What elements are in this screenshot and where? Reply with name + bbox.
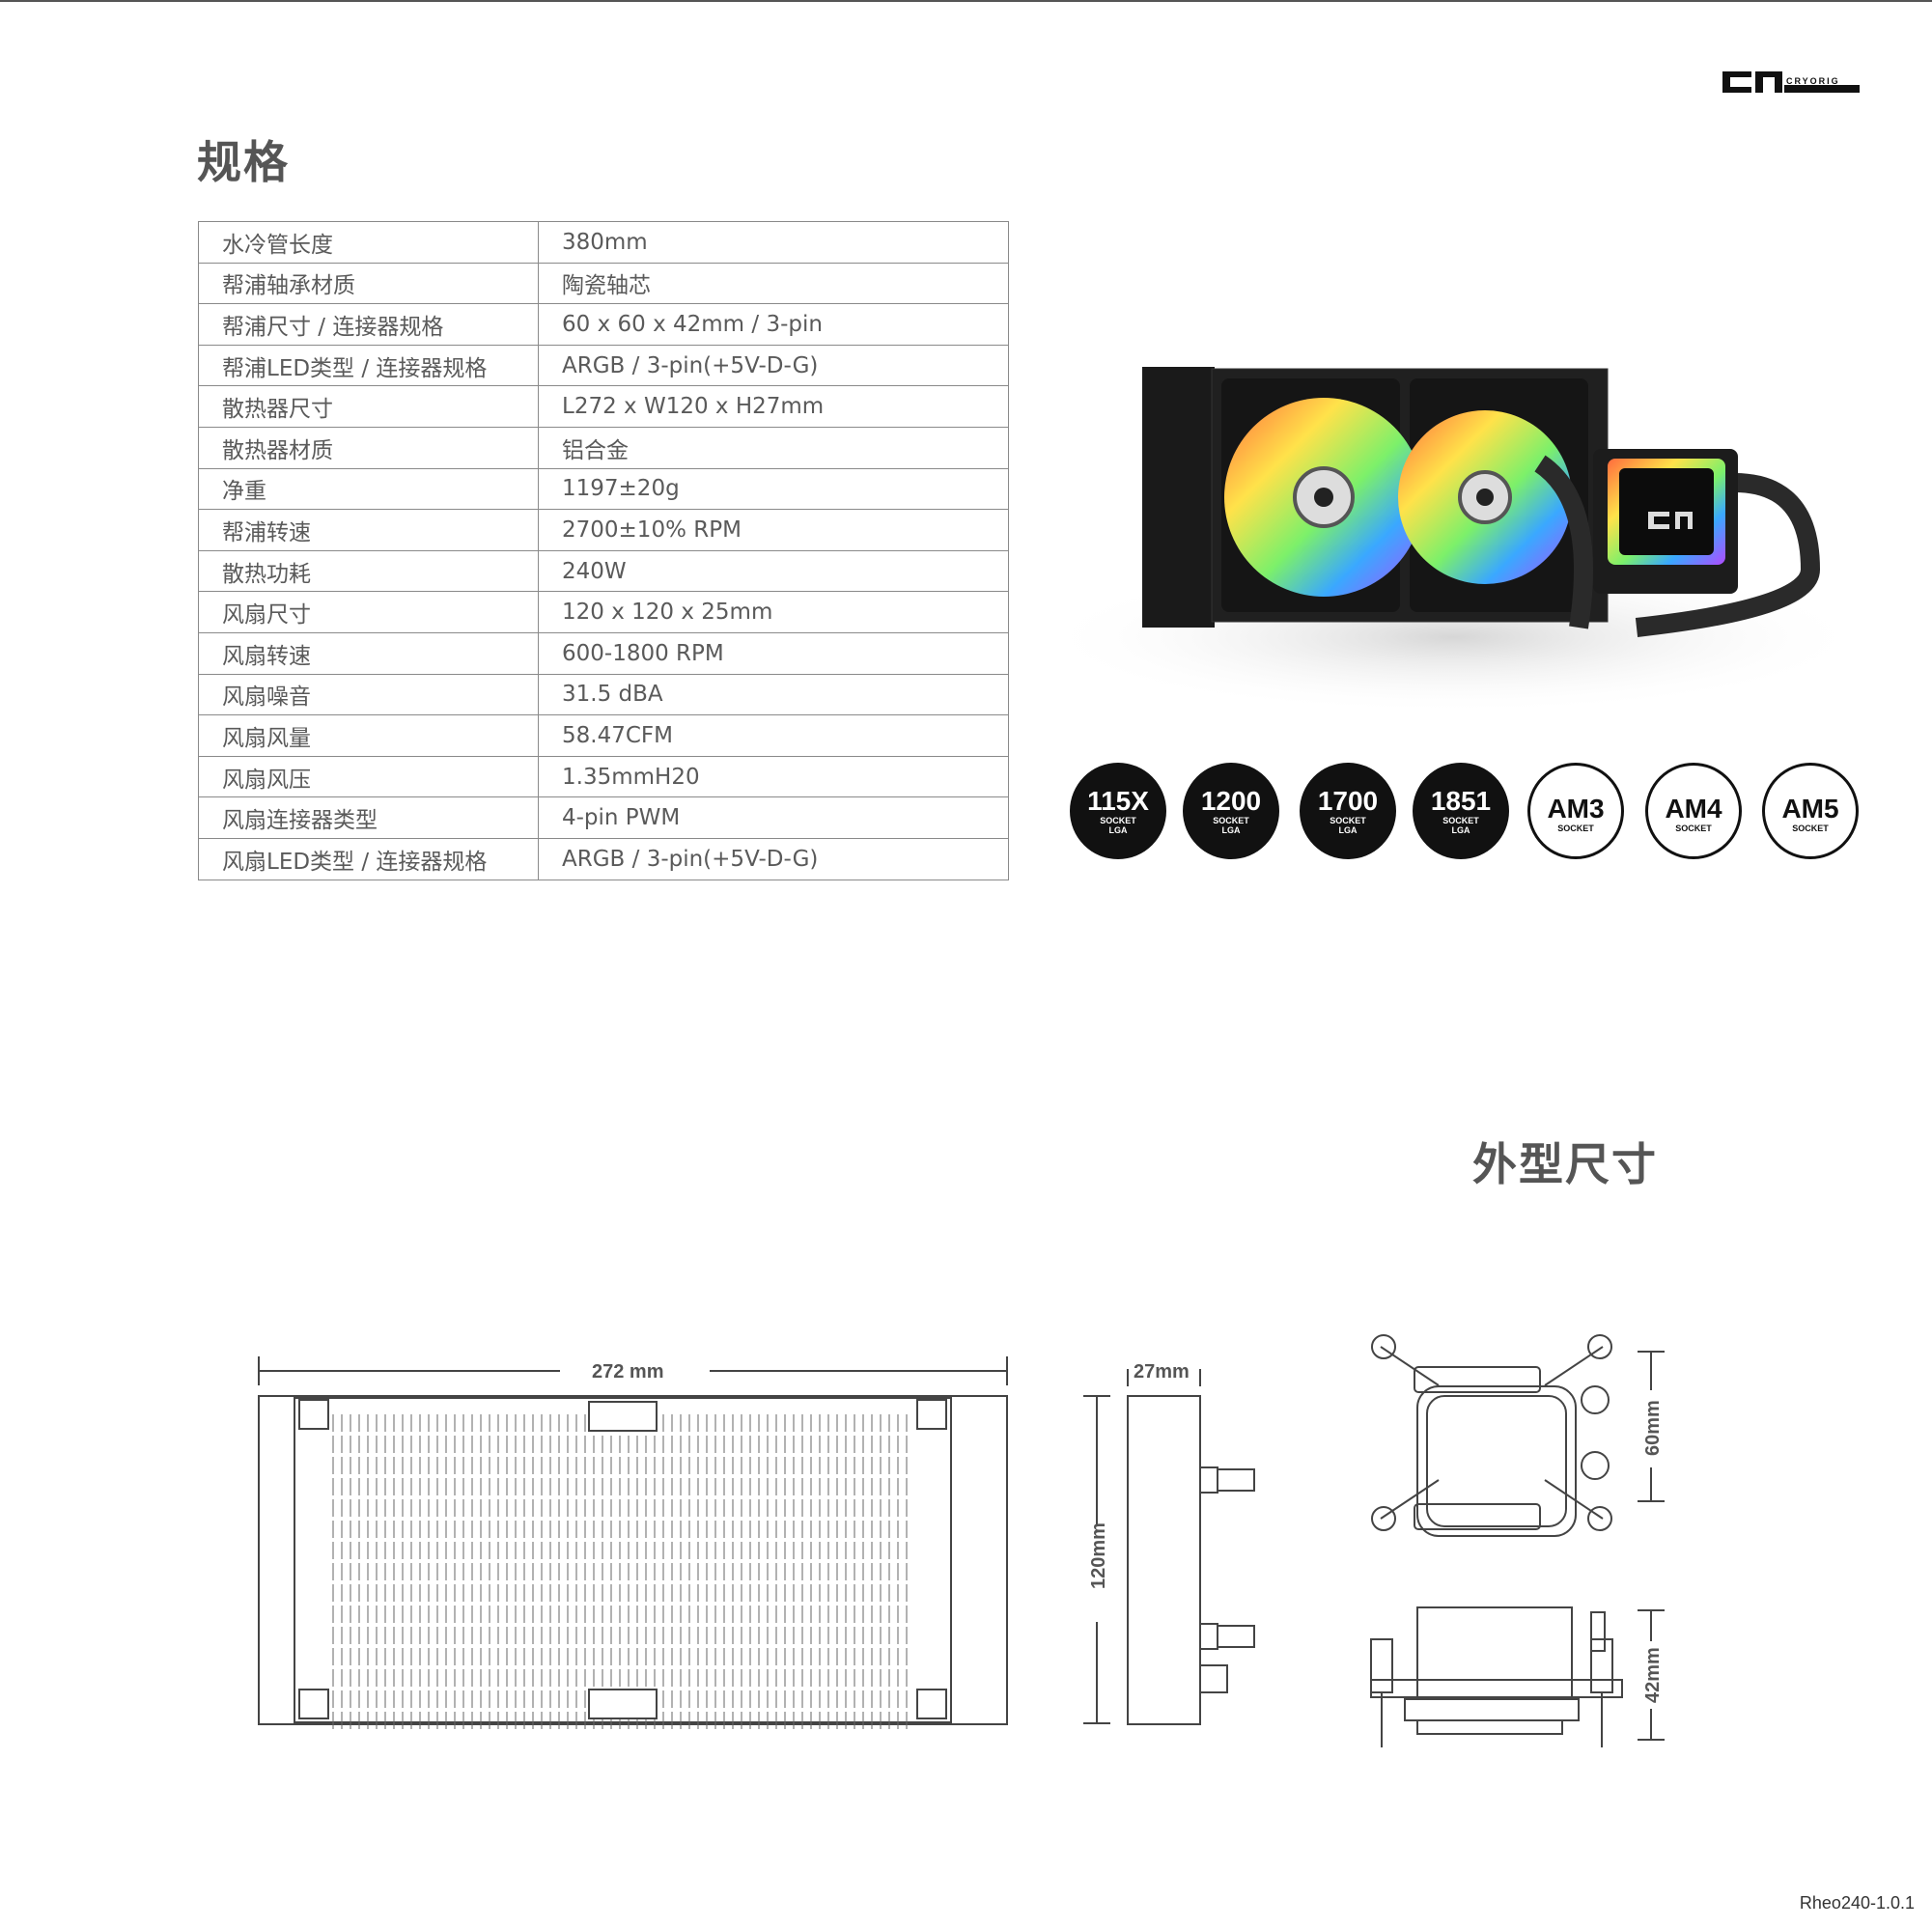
spec-label: 帮浦轴承材质 [198, 262, 539, 305]
socket-name: AM4 [1665, 794, 1722, 824]
socket-name: 1851 [1430, 786, 1492, 816]
spec-label: 风扇LED类型 / 连接器规格 [198, 837, 539, 880]
dimension-drawing: 272 mm 27mm 120mm 60mm 42mm [258, 1334, 1665, 1747]
socket-name: AM5 [1781, 794, 1839, 824]
dim-radiator-length: 272 mm [592, 1361, 664, 1382]
socket-platform: LGA [1221, 825, 1241, 835]
spec-label: 风扇转速 [198, 631, 539, 675]
socket-name: AM3 [1547, 794, 1605, 824]
socket-type: SOCKET [1442, 816, 1479, 825]
spec-label: 风扇尺寸 [198, 591, 539, 633]
socket-name: 1700 [1317, 786, 1379, 816]
spec-value: 120 x 120 x 25mm [538, 591, 1009, 633]
spec-label: 帮浦尺寸 / 连接器规格 [198, 303, 539, 346]
spec-label: 净重 [198, 467, 539, 511]
spec-value: 60 x 60 x 42mm / 3-pin [538, 303, 1009, 346]
spec-row: 散热器材质铝合金 [198, 426, 1009, 469]
logo-wordmark: CRYORIG [1786, 76, 1840, 86]
document-id: Rheo240-1.0.1 [1799, 1893, 1915, 1913]
cryorig-logo: CRYORIG [1722, 71, 1860, 93]
dim-radiator-height: 120mm [1088, 1522, 1109, 1589]
socket-name: 1200 [1200, 786, 1262, 816]
spec-label: 风扇噪音 [198, 673, 539, 716]
spec-value: 铝合金 [538, 426, 1009, 469]
spec-value: 240W [538, 549, 1009, 593]
socket-type: SOCKET [1330, 816, 1366, 825]
spec-value: 380mm [538, 221, 1009, 264]
spec-value: 2700±10% RPM [538, 509, 1009, 551]
socket-name: 115X [1087, 786, 1149, 816]
spec-value: 1197±20g [538, 467, 1009, 511]
spec-value: 4-pin PWM [538, 796, 1009, 839]
spec-value: L272 x W120 x H27mm [538, 385, 1009, 428]
spec-value: 58.47CFM [538, 714, 1009, 757]
dimensions-title: 外型尺寸 [1472, 1138, 1658, 1190]
socket-type: SOCKET [1792, 824, 1829, 833]
socket-type: SOCKET [1675, 824, 1712, 833]
spec-label: 风扇风压 [198, 755, 539, 798]
top-rule [0, 0, 1932, 2]
spec-value: 1.35mmH20 [538, 755, 1009, 798]
spec-label: 水冷管长度 [198, 221, 539, 264]
socket-platform: LGA [1108, 825, 1128, 835]
spec-value: 31.5 dBA [538, 673, 1009, 716]
spec-value: 陶瓷轴芯 [538, 262, 1009, 305]
spec-label: 散热器尺寸 [198, 385, 539, 428]
spec-label: 帮浦LED类型 / 连接器规格 [198, 344, 539, 387]
dim-radiator-thickness: 27mm [1134, 1361, 1190, 1382]
socket-platform: LGA [1338, 825, 1358, 835]
dim-pump-height: 42mm [1642, 1647, 1664, 1703]
dim-pump-width: 60mm [1642, 1400, 1664, 1456]
socket-type: SOCKET [1213, 816, 1249, 825]
spec-value: ARGB / 3-pin(+5V-D-G) [538, 344, 1009, 387]
spec-value: 600-1800 RPM [538, 631, 1009, 675]
socket-platform: LGA [1451, 825, 1470, 835]
spec-label: 散热器材质 [198, 426, 539, 469]
product-image [1038, 367, 1868, 714]
spec-label: 风扇连接器类型 [198, 796, 539, 839]
specs-title: 规格 [197, 136, 290, 188]
spec-label: 帮浦转速 [198, 509, 539, 551]
socket-type: SOCKET [1100, 816, 1136, 825]
socket-type: SOCKET [1557, 824, 1594, 833]
spec-row: 帮浦轴承材质陶瓷轴芯 [198, 262, 1009, 305]
spec-label: 散热功耗 [198, 549, 539, 593]
spec-value: ARGB / 3-pin(+5V-D-G) [538, 837, 1009, 880]
spec-label: 风扇风量 [198, 714, 539, 757]
